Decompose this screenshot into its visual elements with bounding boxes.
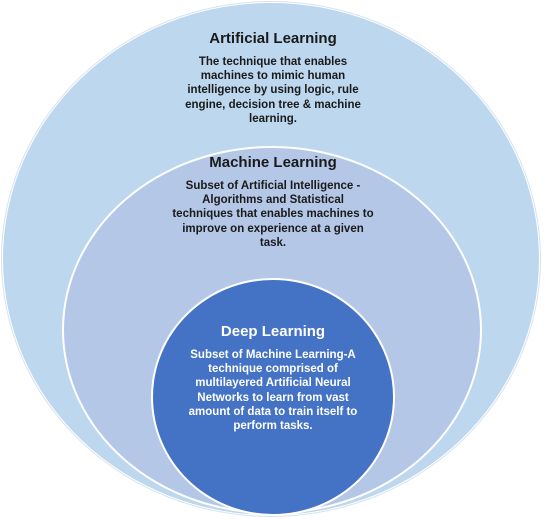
artificial-learning-title: Artificial Learning (209, 30, 337, 47)
machine-learning-title: Machine Learning (209, 154, 337, 171)
deep-learning-description: Subset of Machine Learning-A technique c… (188, 349, 358, 433)
machine-learning-description: Subset of Artificial Intelligence - Algo… (172, 180, 374, 249)
deep-learning-circle (151, 278, 395, 516)
artificial-learning-text: Artificial Learning The technique that e… (182, 29, 364, 126)
deep-learning-text: Deep Learning Subset of Machine Learning… (176, 322, 370, 433)
machine-learning-text: Machine Learning Subset of Artificial In… (172, 153, 374, 250)
artificial-learning-description: The technique that enables machines to m… (185, 56, 361, 125)
deep-learning-title: Deep Learning (220, 323, 326, 340)
